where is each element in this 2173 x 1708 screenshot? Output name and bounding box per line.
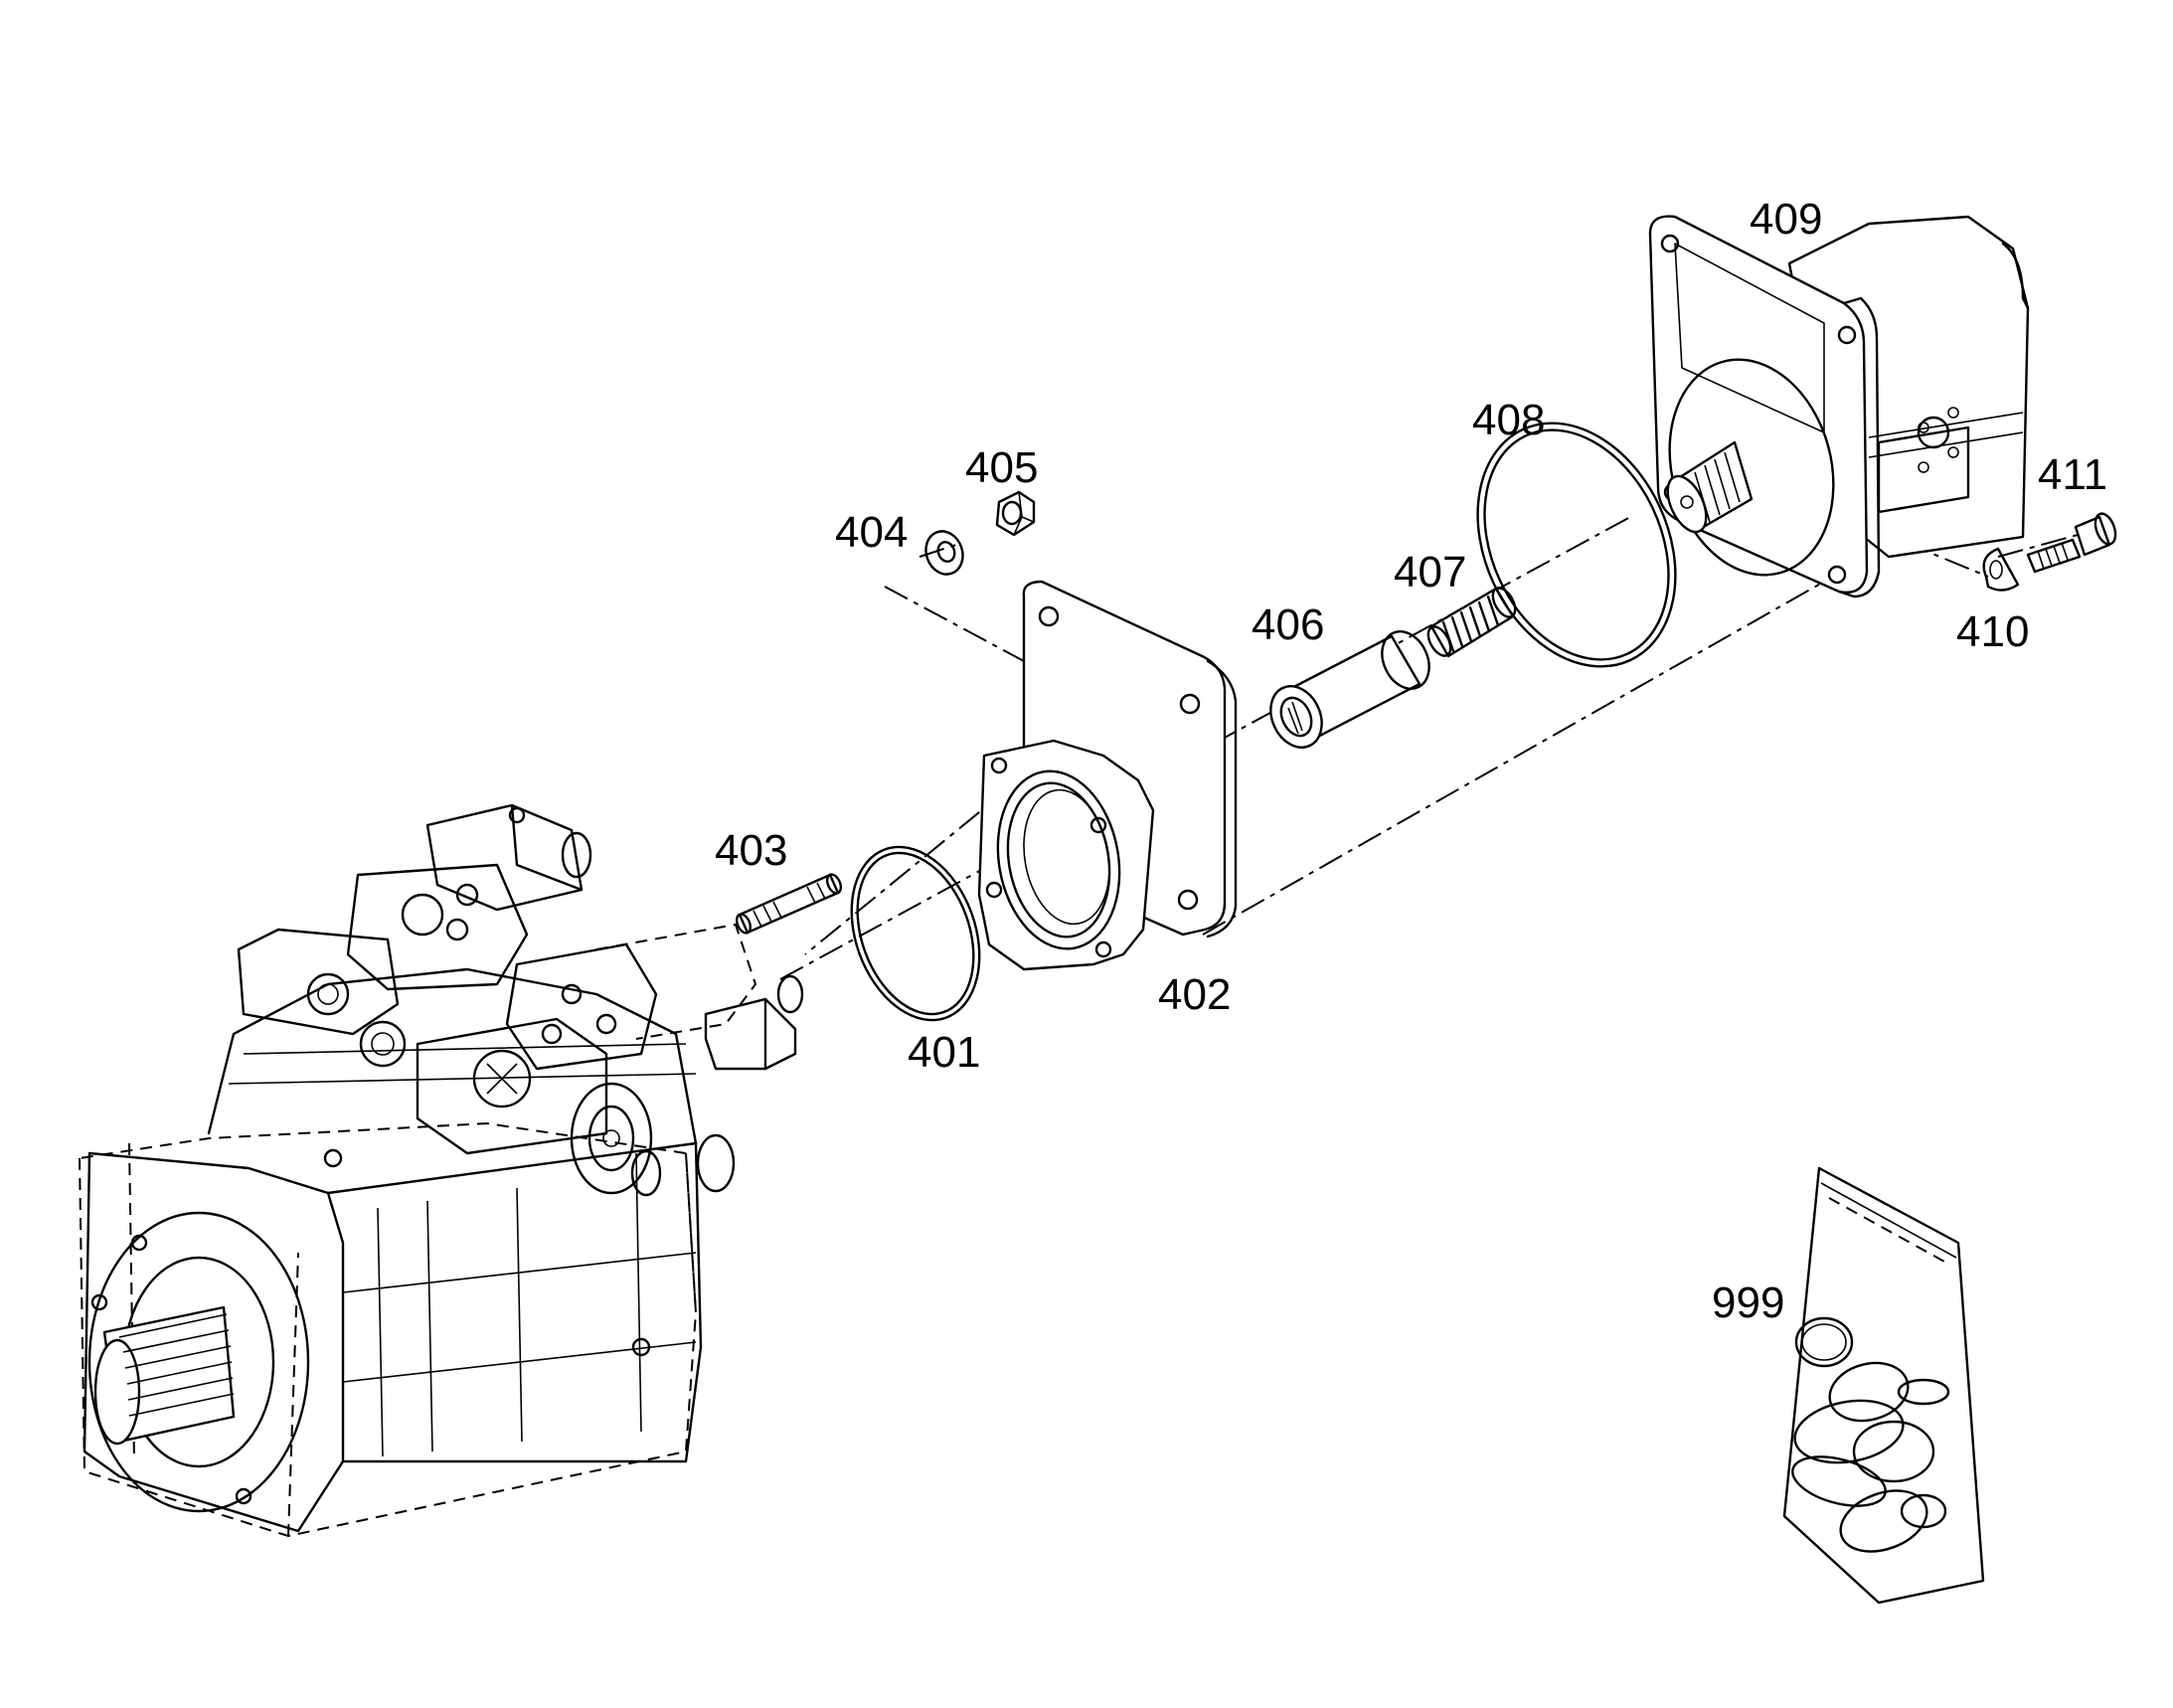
callout-407: 407 <box>1394 548 1466 597</box>
callout-405: 405 <box>965 443 1038 492</box>
callout-411: 411 <box>2038 450 2107 499</box>
stud-403 <box>735 873 843 935</box>
adapter-flange-402 <box>977 580 1238 971</box>
washer-410 <box>1982 547 2020 592</box>
main-pump-assembly <box>78 803 804 1538</box>
callout-999: 999 <box>1712 1279 1784 1327</box>
o-ring-small-401 <box>850 845 981 1022</box>
cap-screw-411 <box>2026 512 2117 574</box>
callout-401: 401 <box>908 1028 980 1077</box>
callout-labels: 401 402 403 404 405 406 407 408 409 410 … <box>715 195 2107 1327</box>
coupling-sleeve-406 <box>1269 630 1430 749</box>
callout-404: 404 <box>835 508 908 557</box>
washer-404 <box>924 530 964 576</box>
spring-407 <box>1426 587 1517 658</box>
seal-kit-bag-999 <box>1782 1166 1985 1605</box>
callout-406: 406 <box>1252 600 1324 649</box>
nut-405 <box>995 490 1036 537</box>
callout-409: 409 <box>1750 195 1822 244</box>
gear-pump-409 <box>1648 215 2030 598</box>
callout-408: 408 <box>1472 396 1545 444</box>
callout-402: 402 <box>1158 970 1231 1019</box>
o-ring-large-408 <box>1476 422 1677 668</box>
callout-403: 403 <box>715 826 787 875</box>
callout-410: 410 <box>1956 607 2029 656</box>
